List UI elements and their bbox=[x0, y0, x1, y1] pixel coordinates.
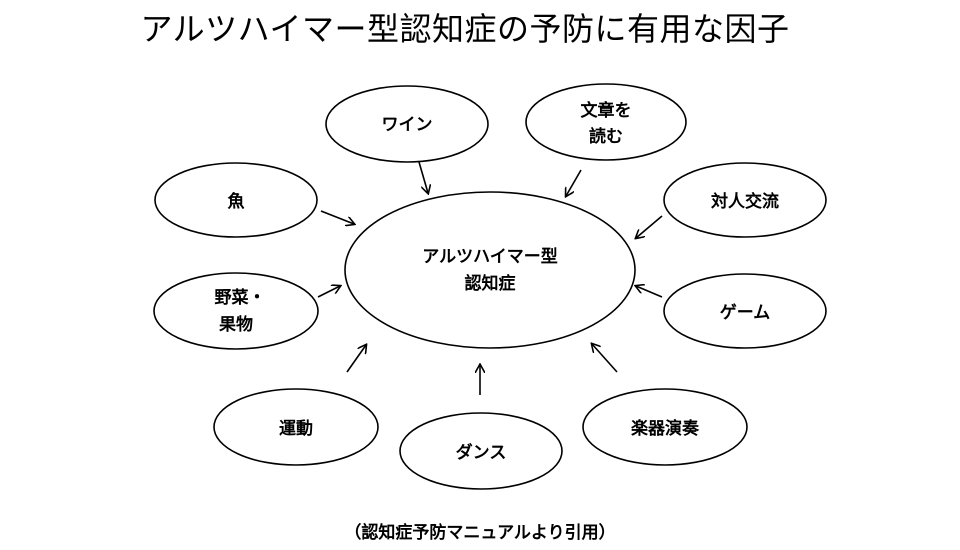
page-title: アルツハイマー型認知症の予防に有用な因子 bbox=[140, 10, 790, 48]
factor-label-social: 対人交流 bbox=[710, 191, 779, 212]
factor-label-fish: 魚 bbox=[228, 191, 245, 212]
factor-label-music: 楽器演奏 bbox=[631, 418, 700, 439]
factor-label-reading-1: 文章を bbox=[581, 100, 632, 121]
factor-node-game: ゲーム bbox=[663, 273, 827, 349]
arrow-music bbox=[592, 344, 618, 373]
arrow-game bbox=[636, 286, 663, 298]
factor-label-reading-2: 読む bbox=[589, 126, 623, 147]
factor-node-music: 楽器演奏 bbox=[582, 388, 748, 466]
factor-node-social: 対人交流 bbox=[663, 162, 827, 238]
center-label-line-2: 認知症 bbox=[465, 273, 516, 294]
factor-node-vegetables: 野菜・ 果物 bbox=[153, 272, 319, 350]
arrow-exercise bbox=[346, 345, 366, 373]
factor-label-vegetables-1: 野菜・ bbox=[215, 288, 266, 308]
arrow-social bbox=[636, 215, 663, 238]
arrow-wine bbox=[418, 161, 428, 193]
factor-node-reading: 文章を 読む bbox=[525, 83, 687, 161]
factor-label-game: ゲーム bbox=[720, 302, 771, 323]
factor-node-fish: 魚 bbox=[154, 162, 318, 238]
center-label-line-1: アルツハイマー型 bbox=[422, 246, 558, 267]
arrow-reading bbox=[566, 169, 582, 196]
factor-label-dance: ダンス bbox=[456, 442, 507, 463]
factor-node-exercise: 運動 bbox=[213, 388, 379, 466]
center-node: アルツハイマー型 認知症 bbox=[344, 191, 636, 349]
factor-label-vegetables-2: 果物 bbox=[219, 314, 253, 335]
factor-label-exercise: 運動 bbox=[279, 418, 313, 439]
arrow-fish bbox=[320, 210, 354, 224]
source-caption: （認知症予防マニュアルより引用） bbox=[344, 523, 616, 543]
factor-label-wine: ワイン bbox=[382, 115, 433, 135]
arrow-vegetables bbox=[317, 286, 340, 298]
factor-node-wine: ワイン bbox=[325, 85, 489, 163]
factor-node-dance: ダンス bbox=[399, 412, 563, 490]
